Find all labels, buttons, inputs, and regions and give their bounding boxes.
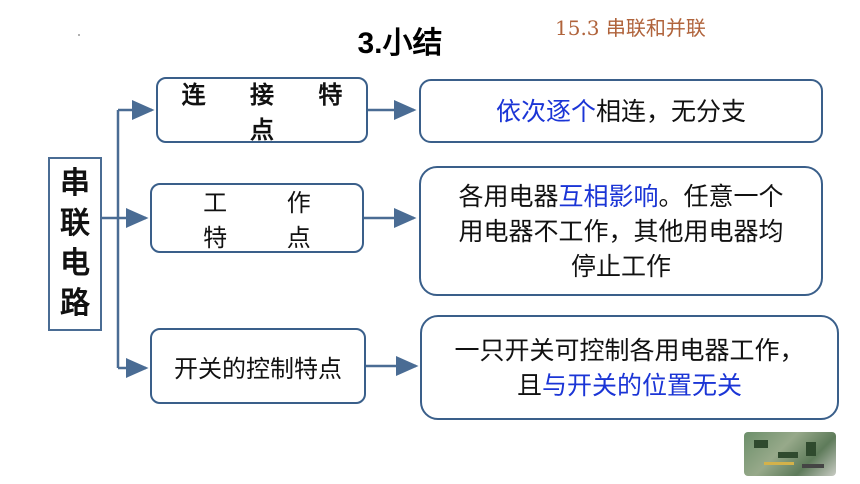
desc-line: 一只开关可控制各用电器工作， bbox=[454, 333, 804, 368]
desc-working: 各用电器互相影响。任意一个 用电器不工作，其他用电器均 停止工作 bbox=[450, 179, 791, 284]
desc-box-working: 各用电器互相影响。任意一个 用电器不工作，其他用电器均 停止工作 bbox=[419, 166, 823, 296]
desc-box-connection: 依次逐个相连，无分支 bbox=[419, 79, 823, 143]
desc-box-switch: 一只开关可控制各用电器工作， 且与开关的位置无关 bbox=[420, 315, 839, 420]
desc-text: 。任意一个 bbox=[658, 181, 784, 211]
highlight-text: 与开关的位置无关 bbox=[541, 370, 742, 400]
desc-switch: 一只开关可控制各用电器工作， 且与开关的位置无关 bbox=[446, 333, 812, 403]
desc-line: 且与开关的位置无关 bbox=[454, 368, 804, 403]
section-label: 15.3 串联和并联 bbox=[555, 16, 706, 40]
label-switch: 开关的控制特点 bbox=[174, 354, 342, 383]
desc-line: 用电器不工作，其他用电器均 bbox=[458, 214, 783, 249]
highlight-text: 依次逐个 bbox=[495, 96, 596, 126]
page-title: 3.小结 bbox=[357, 27, 443, 60]
desc-connection: 依次逐个相连，无分支 bbox=[488, 94, 754, 129]
label-box-working: 工 作 特 点 bbox=[150, 183, 364, 253]
desc-text: 停止工作 bbox=[570, 251, 671, 281]
highlight-text: 互相影响 bbox=[558, 181, 659, 211]
desc-text: 用电器不工作，其他用电器均 bbox=[458, 216, 784, 246]
desc-line: 各用电器互相影响。任意一个 bbox=[458, 179, 783, 214]
desc-text: 相连，无分支 bbox=[596, 96, 747, 126]
label-working: 工 作 特 点 bbox=[203, 189, 337, 252]
label-box-connection: 连 接 特 点 bbox=[156, 77, 368, 144]
decorative-dot bbox=[78, 34, 80, 36]
main-topic-char: 串 bbox=[60, 166, 90, 201]
label-connection: 连 接 特 点 bbox=[181, 81, 361, 144]
main-topic-char: 路 bbox=[60, 286, 90, 321]
desc-text: 各用电器 bbox=[458, 181, 559, 211]
circuit-board-icon bbox=[744, 432, 836, 476]
main-topic-char: 电 bbox=[60, 246, 90, 281]
main-topic-box: 串 联 电 路 bbox=[48, 157, 102, 331]
main-topic-char: 联 bbox=[60, 206, 90, 241]
label-box-switch: 开关的控制特点 bbox=[150, 328, 366, 404]
desc-text: 且 bbox=[516, 370, 542, 400]
desc-line: 停止工作 bbox=[458, 249, 783, 284]
desc-text: 一只开关可控制各用电器工作， bbox=[454, 335, 805, 365]
